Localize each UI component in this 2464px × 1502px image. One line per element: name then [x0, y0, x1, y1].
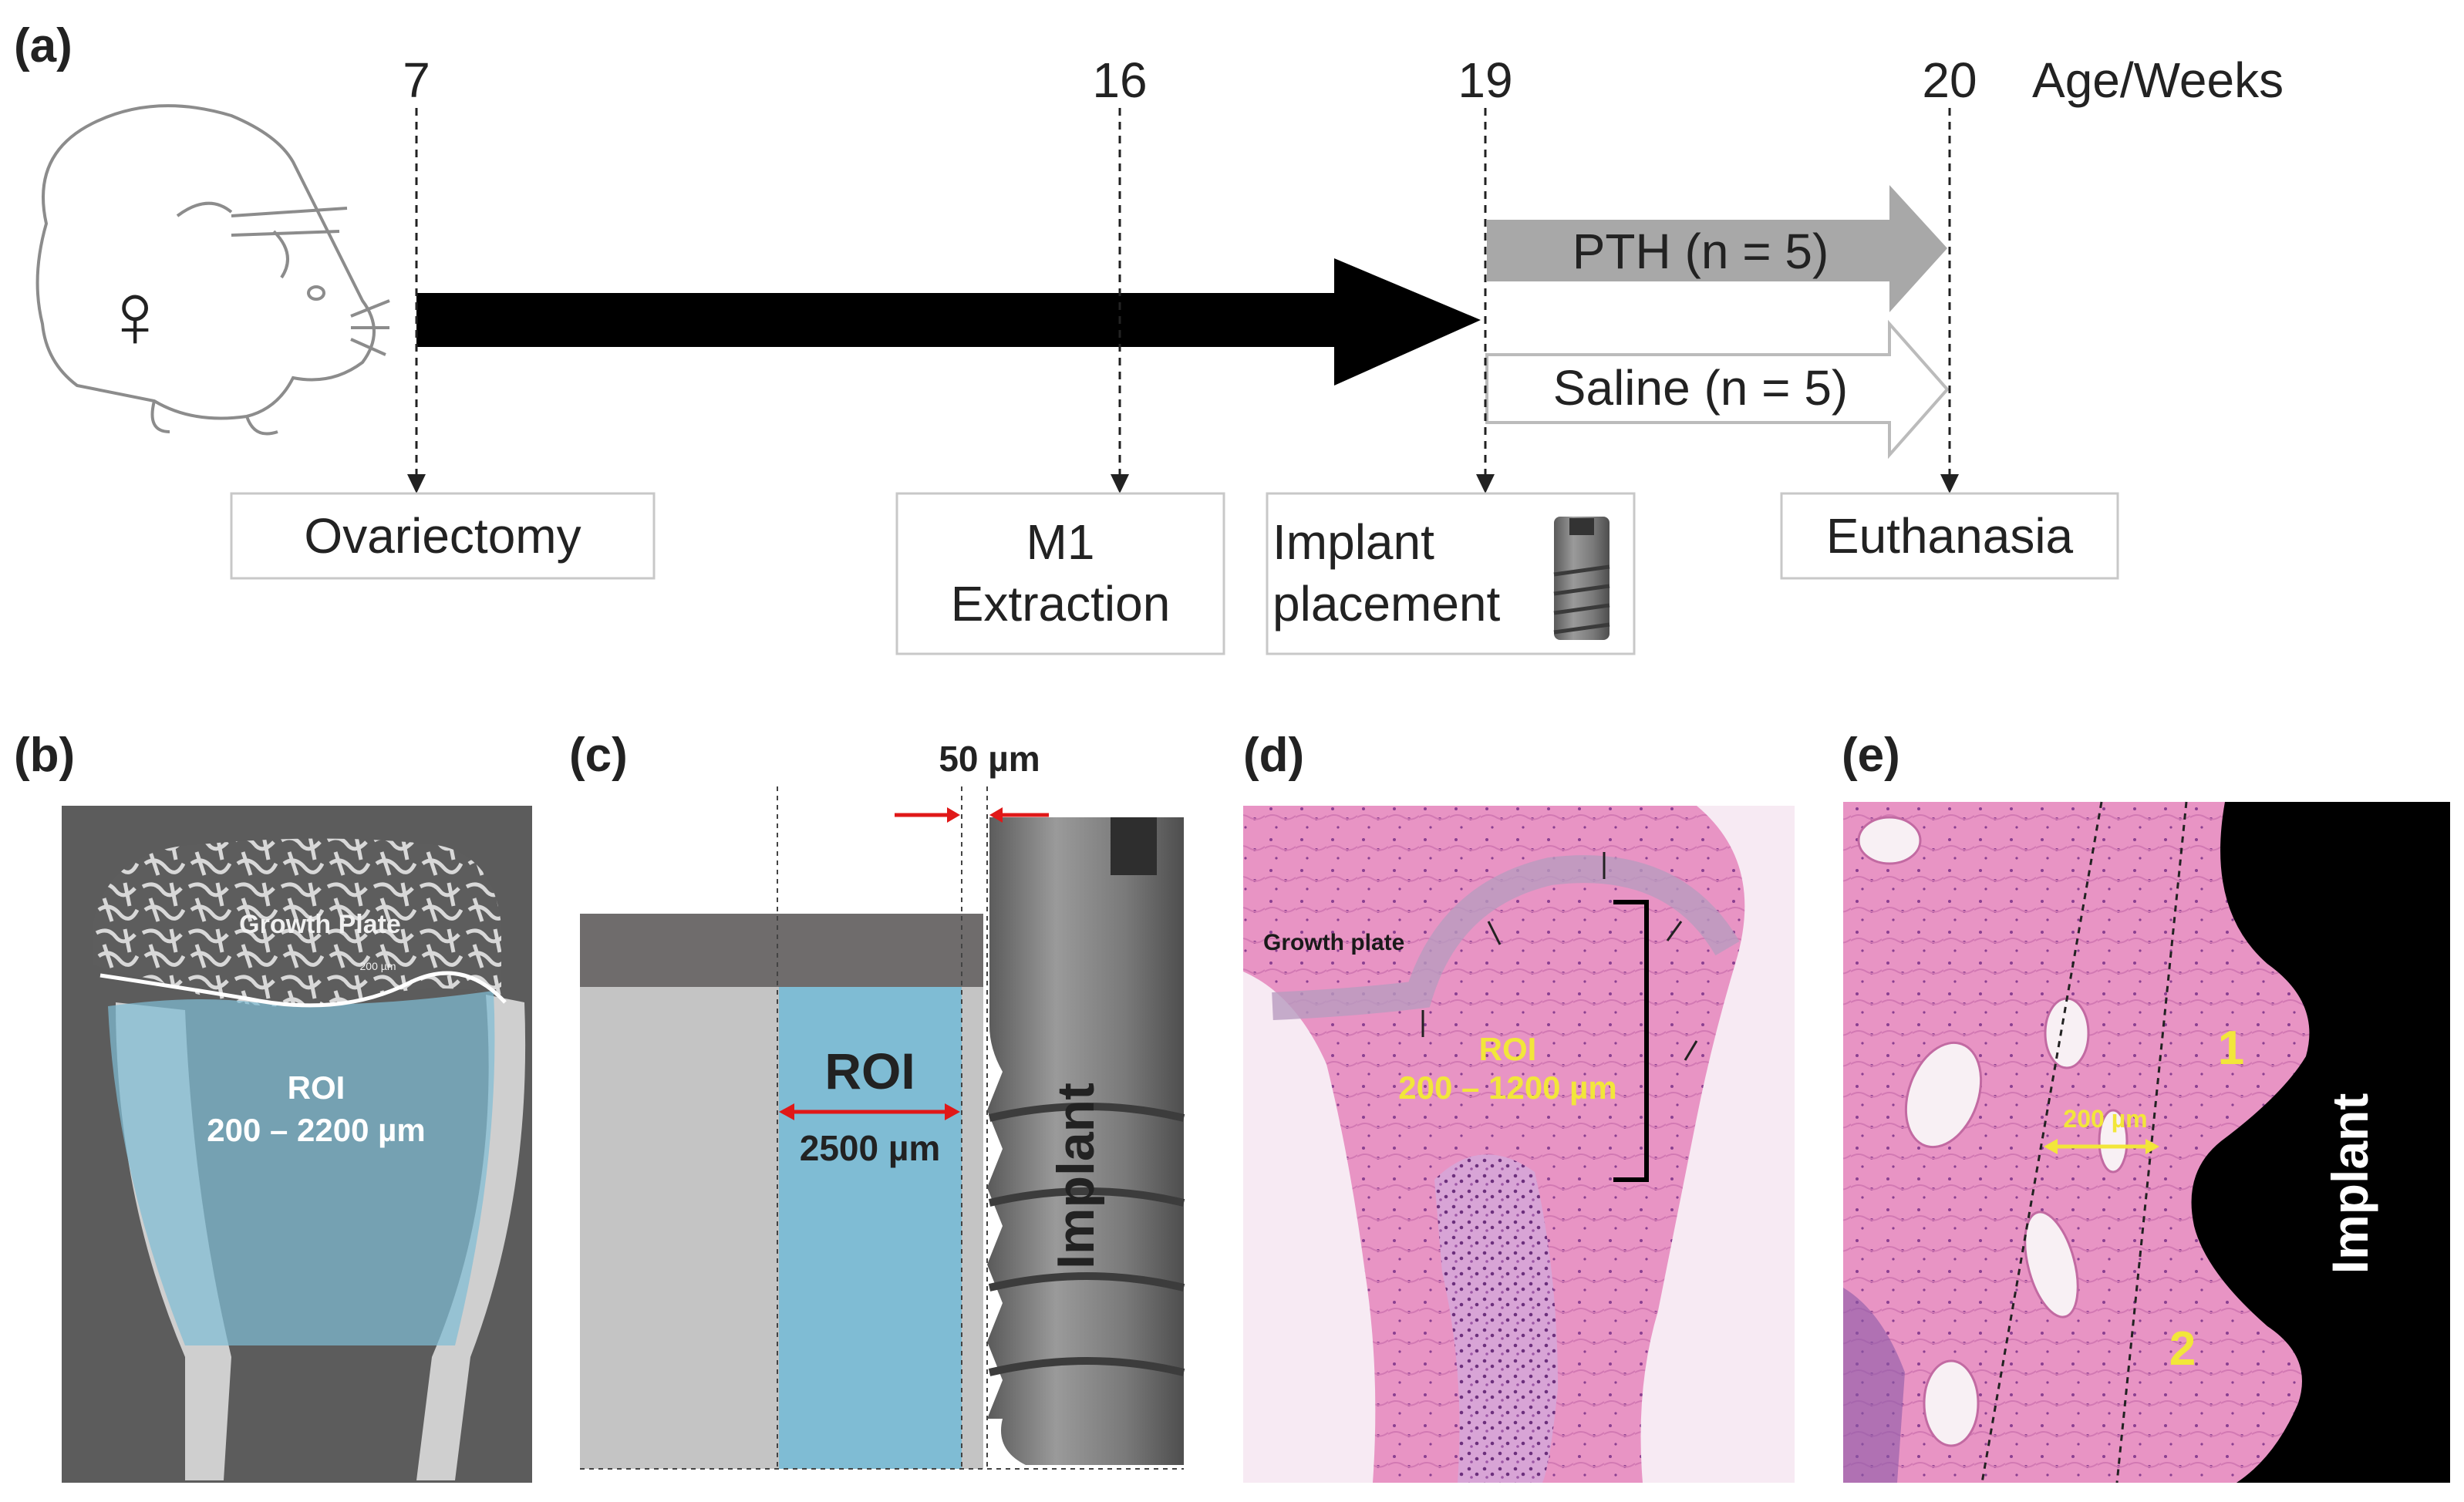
event-extraction-line1: M1 — [1026, 514, 1095, 570]
vascular-spaces-e — [1857, 816, 2129, 1447]
mouse-icon — [35, 104, 390, 436]
panel-c-label: (c) — [569, 729, 628, 782]
soft-tissue-e — [1843, 1288, 1905, 1483]
event-extraction-line2: Extraction — [951, 576, 1171, 631]
event-box-euthanasia — [1780, 492, 2119, 580]
cortical-layer — [580, 914, 983, 987]
roi-range-b: 200 – 2200 µm — [207, 1112, 425, 1148]
growth-plate-line — [99, 971, 507, 1008]
timeline-markers — [415, 108, 1951, 478]
growth-plate-label-d: Growth plate — [1263, 930, 1404, 955]
growth-plate-label-b: Growth Plate — [239, 910, 401, 939]
region-2-label: 2 — [2169, 1322, 2196, 1376]
roi-label-b: ROI — [288, 1069, 345, 1106]
roi-range-d: 200 – 1200 µm — [1398, 1069, 1616, 1106]
panel-e: (e) Implant 200 µm 1 2 — [1842, 729, 2450, 1483]
female-symbol: ♀ — [100, 264, 170, 367]
implant-label-e: Implant — [2321, 1093, 2378, 1275]
gap-label: 50 µm — [939, 739, 1040, 779]
saline-arrow-label: Saline (n = 5) — [1553, 360, 1848, 416]
he-stained-bone-d — [1243, 806, 1745, 1483]
roi-region-microct — [108, 991, 495, 1345]
roi-guides-e — [1980, 801, 2188, 1483]
implant-region-e — [2191, 802, 2450, 1483]
orientation-arrows-d — [1421, 852, 1698, 1061]
event-implant-line1: Implant — [1272, 514, 1434, 570]
event-box-ovariectomy — [230, 492, 656, 580]
ovx-period-arrow — [416, 258, 1481, 386]
roi-label-d: ROI — [1479, 1031, 1537, 1067]
tick-week-20: 20 — [1922, 52, 1977, 108]
event-box-extraction — [895, 492, 1225, 655]
panel-d: (d) Growth plate ROI 200 – 1200 µm — [1243, 729, 1795, 1483]
pth-arrow-label: PTH (n = 5) — [1572, 224, 1829, 279]
panel-e-label: (e) — [1842, 729, 1900, 782]
roi-guides — [580, 786, 1184, 1470]
pth-arrow — [1487, 185, 1947, 312]
region-1-label: 1 — [2218, 1022, 2244, 1075]
axis-label-age-weeks: Age/Weeks — [2032, 52, 2284, 108]
bone-marrow-d — [1434, 1154, 1558, 1483]
panel-a: (a) Age/Weeks 7 16 19 20 ♀ PTH (n = 5) S… — [14, 19, 2284, 655]
panel-b: (b) Growth Plate 200 µm ROI 200 – 2200 µ… — [14, 729, 532, 1483]
event-implant-line2: placement — [1272, 576, 1501, 631]
roi-region-c — [779, 987, 962, 1469]
panel-d-label: (d) — [1243, 729, 1304, 782]
trabecular-bone-image — [93, 838, 501, 1007]
saline-arrow — [1485, 319, 1950, 460]
growth-plate-band-d — [1272, 855, 1740, 1020]
implant-screw-icon — [1553, 517, 1610, 640]
event-ovariectomy: Ovariectomy — [304, 508, 581, 564]
panel-a-label: (a) — [14, 19, 72, 72]
implant-label-c: Implant — [1047, 1083, 1105, 1269]
timeline-arrowheads — [407, 474, 1959, 493]
panel-c: (c) 50 µm Implant — [569, 729, 1185, 1470]
tick-week-16: 16 — [1092, 52, 1147, 108]
panel-b-label: (b) — [14, 729, 75, 782]
implant-image-c — [987, 817, 1185, 1465]
tick-week-7: 7 — [403, 52, 430, 108]
tick-week-19: 19 — [1458, 52, 1512, 108]
roi-bracket-d — [1613, 900, 1649, 1182]
width-label-e: 200 µm — [2063, 1105, 2147, 1133]
scale-label-small-b: 200 µm — [360, 960, 396, 972]
roi-label-c: ROI — [824, 1042, 915, 1100]
roi-width-label: 2500 µm — [800, 1128, 941, 1168]
event-euthanasia: Euthanasia — [1826, 508, 2074, 564]
